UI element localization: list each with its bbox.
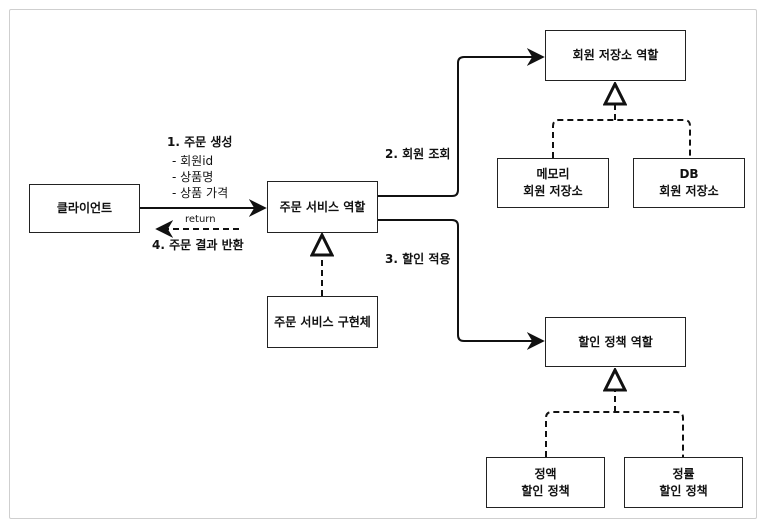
order-service-role-box: 주문 서비스 역할	[267, 181, 378, 233]
rate-discount-box: 정률 할인 정책	[624, 457, 743, 508]
client-label: 클라이언트	[56, 201, 113, 215]
db-repo-line1: DB	[679, 167, 699, 181]
fixed-discount-line2: 할인 정책	[521, 483, 570, 498]
realization-member-repo	[552, 84, 691, 158]
discount-policy-role-box: 할인 정책 역할	[545, 317, 686, 367]
fixed-discount-box: 정액 할인 정책	[486, 457, 605, 508]
member-repo-role-box: 회원 저장소 역할	[545, 30, 686, 81]
member-repo-role-label: 회원 저장소 역할	[572, 48, 659, 62]
memory-repo-line1: 메모리	[536, 167, 570, 181]
arrow-apply-discount	[378, 219, 545, 350]
create-order-label: 1. 주문 생성	[167, 135, 233, 149]
memory-repo-line2: 회원 저장소	[523, 184, 583, 198]
db-repo-box: DB 회원 저장소	[633, 158, 745, 208]
realization-discount	[545, 370, 684, 457]
order-service-role-label: 주문 서비스 역할	[279, 199, 366, 214]
param-item-price: - 상품 가격	[172, 186, 229, 200]
param-member-id: - 회원id	[172, 154, 214, 168]
param-item-name: - 상품명	[172, 170, 214, 184]
apply-discount-label: 3. 할인 적용	[385, 252, 451, 266]
return-result-label: 4. 주문 결과 반환	[152, 238, 244, 252]
rate-discount-line2: 할인 정책	[659, 483, 708, 498]
fixed-discount-line1: 정액	[534, 466, 557, 481]
discount-policy-role-label: 할인 정책 역할	[578, 334, 653, 349]
arrow-member-lookup	[378, 48, 545, 197]
client-box: 클라이언트	[29, 184, 140, 233]
db-repo-line2: 회원 저장소	[659, 184, 719, 198]
return-label: return	[185, 214, 216, 225]
order-service-impl-box: 주문 서비스 구현체	[267, 296, 378, 348]
member-lookup-label: 2. 회원 조회	[385, 147, 451, 161]
order-service-impl-label: 주문 서비스 구현체	[274, 314, 371, 329]
rate-discount-line1: 정률	[672, 466, 695, 481]
memory-repo-box: 메모리 회원 저장소	[497, 158, 609, 208]
diagram-frame	[9, 9, 757, 519]
